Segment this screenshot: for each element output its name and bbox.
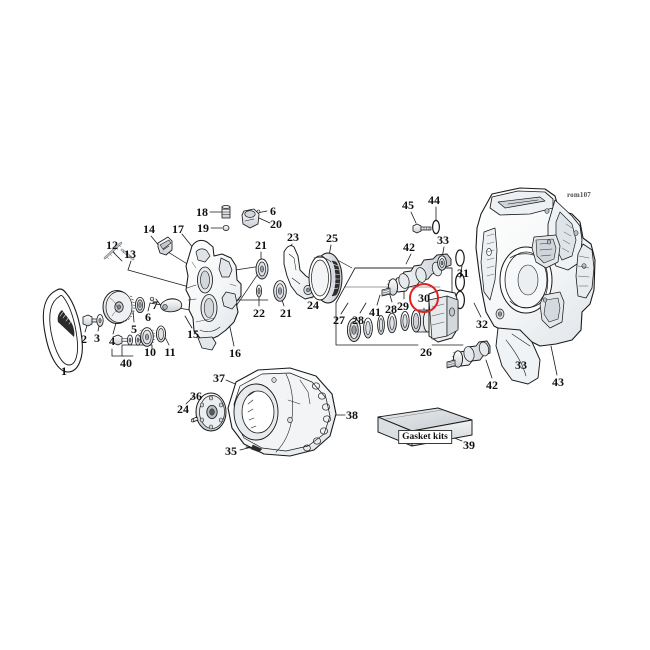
callout-43: 43 [552, 375, 564, 389]
callout-42-lower: 42 [486, 378, 498, 392]
watermark-text: rom107 [566, 191, 592, 199]
callout-24-upper: 24 [307, 298, 319, 312]
callout-44: 44 [428, 193, 440, 207]
gasket-kits-label: Gasket kits [398, 430, 452, 444]
callout-42-upper: 42 [403, 240, 415, 254]
callout-26: 26 [420, 345, 432, 359]
callout-21-lower: 21 [280, 306, 292, 320]
callout-19: 19 [197, 221, 209, 235]
callout-20: 20 [270, 217, 282, 231]
callout-6-upper-left: 6 [145, 310, 151, 324]
callout-33-lower: 33 [515, 358, 527, 372]
callout-29: 29 [397, 299, 409, 313]
callout-32: 32 [476, 317, 488, 331]
callout-35: 35 [225, 444, 237, 458]
callout-11: 11 [164, 345, 176, 359]
callout-36: 36 [190, 389, 202, 403]
callout-38: 38 [346, 408, 358, 422]
callout-27: 27 [333, 313, 345, 327]
callout-22: 22 [253, 306, 265, 320]
callout-13: 13 [124, 247, 136, 261]
callout-39: 39 [463, 438, 475, 452]
callout-31: 31 [457, 266, 469, 280]
callout-7: 7 [152, 298, 158, 312]
callout-21-upper: 21 [255, 238, 267, 252]
callout-40: 40 [120, 356, 132, 370]
callout-18: 18 [196, 205, 208, 219]
callout-23: 23 [287, 230, 299, 244]
callout-1: 1 [61, 364, 67, 378]
callout-2: 2 [81, 332, 87, 346]
callout-28-left: 28 [352, 313, 364, 327]
callout-41: 41 [369, 305, 381, 319]
callout-30-highlighted: 30 [418, 291, 430, 305]
callout-37: 37 [213, 371, 225, 385]
callout-17: 17 [172, 222, 184, 236]
callout-33-upper: 33 [437, 233, 449, 247]
callout-25: 25 [326, 231, 338, 245]
callout-14: 14 [143, 222, 155, 236]
callout-15: 15 [187, 327, 199, 341]
highlight-ring-30 [409, 283, 439, 313]
callout-3: 3 [94, 331, 100, 345]
callout-4: 4 [109, 334, 115, 348]
callout-45: 45 [402, 198, 414, 212]
callout-10: 10 [144, 345, 156, 359]
callout-28-right: 28 [385, 302, 397, 316]
callout-6-upper-right: 6 [270, 204, 276, 218]
callout-24-lower: 24 [177, 402, 189, 416]
callout-12: 12 [106, 238, 118, 252]
callout-16: 16 [229, 346, 241, 360]
callout-5: 5 [131, 322, 137, 336]
